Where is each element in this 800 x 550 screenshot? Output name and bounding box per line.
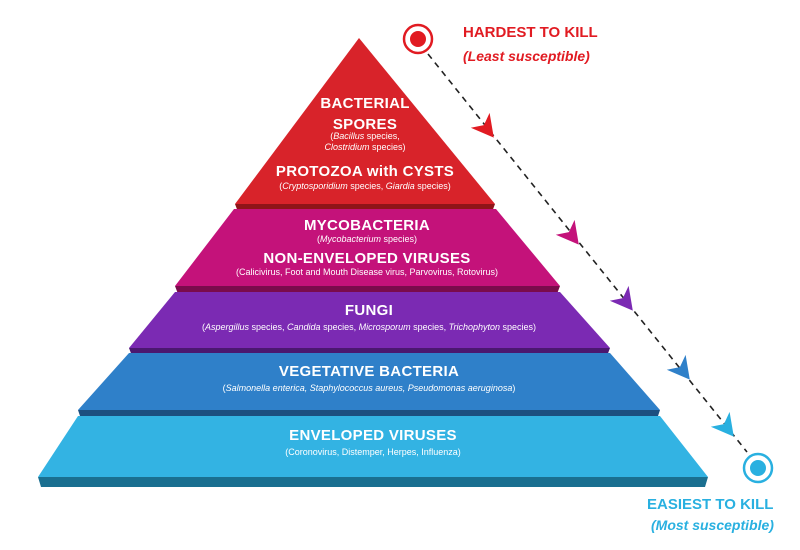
bottom-marker: EASIEST TO KILL (Most susceptible)	[647, 452, 774, 533]
example-text-segment: Giardia	[386, 181, 415, 191]
tier-4-group-1-title: VEGETATIVE BACTERIA	[279, 363, 459, 380]
tier-4-face	[78, 353, 660, 410]
tier-2-group-2-title: NON-ENVELOPED VIRUSES	[263, 250, 470, 267]
tier-1-group-1-title-line2: SPORES	[333, 116, 397, 133]
example-text-segment: (	[202, 322, 205, 332]
bottom-marker-dot	[750, 460, 766, 476]
tier-3: FUNGI (Aspergillus species, Candida speci…	[129, 292, 610, 356]
arrowhead-3	[609, 285, 633, 311]
example-text-segment: Salmonella enterica, Staphylococcus aure…	[226, 383, 513, 393]
example-text-segment: (	[223, 383, 226, 393]
top-marker-dot	[410, 31, 426, 47]
tier-3-group-1-title: FUNGI	[345, 302, 393, 319]
example-text-segment: Trichophyton	[449, 322, 500, 332]
example-text-segment: )	[512, 383, 515, 393]
example-text-segment: Aspergillus	[204, 322, 250, 332]
tier-5-face	[38, 416, 708, 477]
example-text-segment: Candida	[287, 322, 321, 332]
tier-4: VEGETATIVE BACTERIA (Salmonella enterica,…	[78, 353, 660, 419]
example-text-segment: species,	[348, 181, 386, 191]
top-marker: HARDEST TO KILL (Least susceptible)	[402, 23, 598, 64]
tier-1-group-1-examples-2: Clostridium species)	[324, 142, 405, 152]
example-text-segment: (	[279, 181, 282, 191]
tier-1-group-2-title: PROTOZOA with CYSTS	[276, 163, 454, 180]
tier-5-group-1-examples-1: (Coronovirus, Distemper, Herpes, Influen…	[285, 447, 461, 457]
tier-3-group-1-examples-1: (Aspergillus species, Candida species, M…	[202, 322, 536, 332]
tier-4-group-1-examples-1: (Salmonella enterica, Staphylococcus aur…	[223, 383, 516, 393]
hardest-sublabel: (Least susceptible)	[463, 48, 590, 64]
example-text-segment: species)	[381, 234, 417, 244]
example-text-segment: Bacillus	[333, 131, 365, 141]
hardest-label: HARDEST TO KILL	[463, 24, 598, 41]
tier-2-group-2-examples-1: (Calicivirus, Foot and Mouth Disease vir…	[236, 267, 498, 277]
tier-5: ENVELOPED VIRUSES (Coronovirus, Distemper…	[38, 416, 708, 487]
arrowhead-2	[555, 219, 579, 245]
tier-5-bottom-edge	[38, 477, 708, 487]
easiest-label: EASIEST TO KILL	[647, 496, 773, 513]
tier-1-group-2-examples-1: (Cryptosporidium species, Giardia specie…	[279, 181, 451, 191]
arrowhead-4	[666, 354, 690, 380]
susceptibility-arrow	[427, 53, 748, 453]
example-text-segment: species,	[411, 322, 449, 332]
example-text-segment: Clostridium	[324, 142, 370, 152]
example-text-segment: species)	[500, 322, 536, 332]
example-text-segment: species,	[364, 131, 400, 141]
example-text-segment: (	[330, 131, 333, 141]
tier-2-group-1-title: MYCOBACTERIA	[304, 217, 430, 234]
example-text-segment: species)	[415, 181, 451, 191]
tier-3-face	[129, 292, 610, 348]
tier-1-group-1-title: BACTERIAL	[320, 95, 409, 112]
arrowhead-1	[470, 112, 494, 138]
tier-2-group-1-examples-1: (Mycobacterium species)	[317, 234, 417, 244]
example-text-segment: Cryptosporidium	[282, 181, 348, 191]
tier-1-group-1-examples-1: (Bacillus species,	[330, 131, 400, 141]
tier-1-face	[235, 38, 495, 204]
example-text-segment: species,	[321, 322, 359, 332]
example-text-segment: (Calicivirus, Foot and Mouth Disease vir…	[236, 267, 498, 277]
tier-2: MYCOBACTERIA(Mycobacterium species) NON-E…	[175, 209, 560, 294]
example-text-segment: species)	[370, 142, 406, 152]
example-text-segment: (Coronovirus, Distemper, Herpes, Influen…	[285, 447, 461, 457]
example-text-segment: species,	[249, 322, 287, 332]
dashed-arrow-line	[427, 53, 748, 453]
example-text-segment: (	[317, 234, 320, 244]
tier-2-face	[175, 209, 560, 286]
arrowhead-5	[710, 411, 734, 437]
tier-5-group-1-title: ENVELOPED VIRUSES	[289, 427, 457, 444]
example-text-segment: Microsporum	[359, 322, 412, 332]
easiest-sublabel: (Most susceptible)	[651, 517, 774, 533]
example-text-segment: Mycobacterium	[320, 234, 382, 244]
